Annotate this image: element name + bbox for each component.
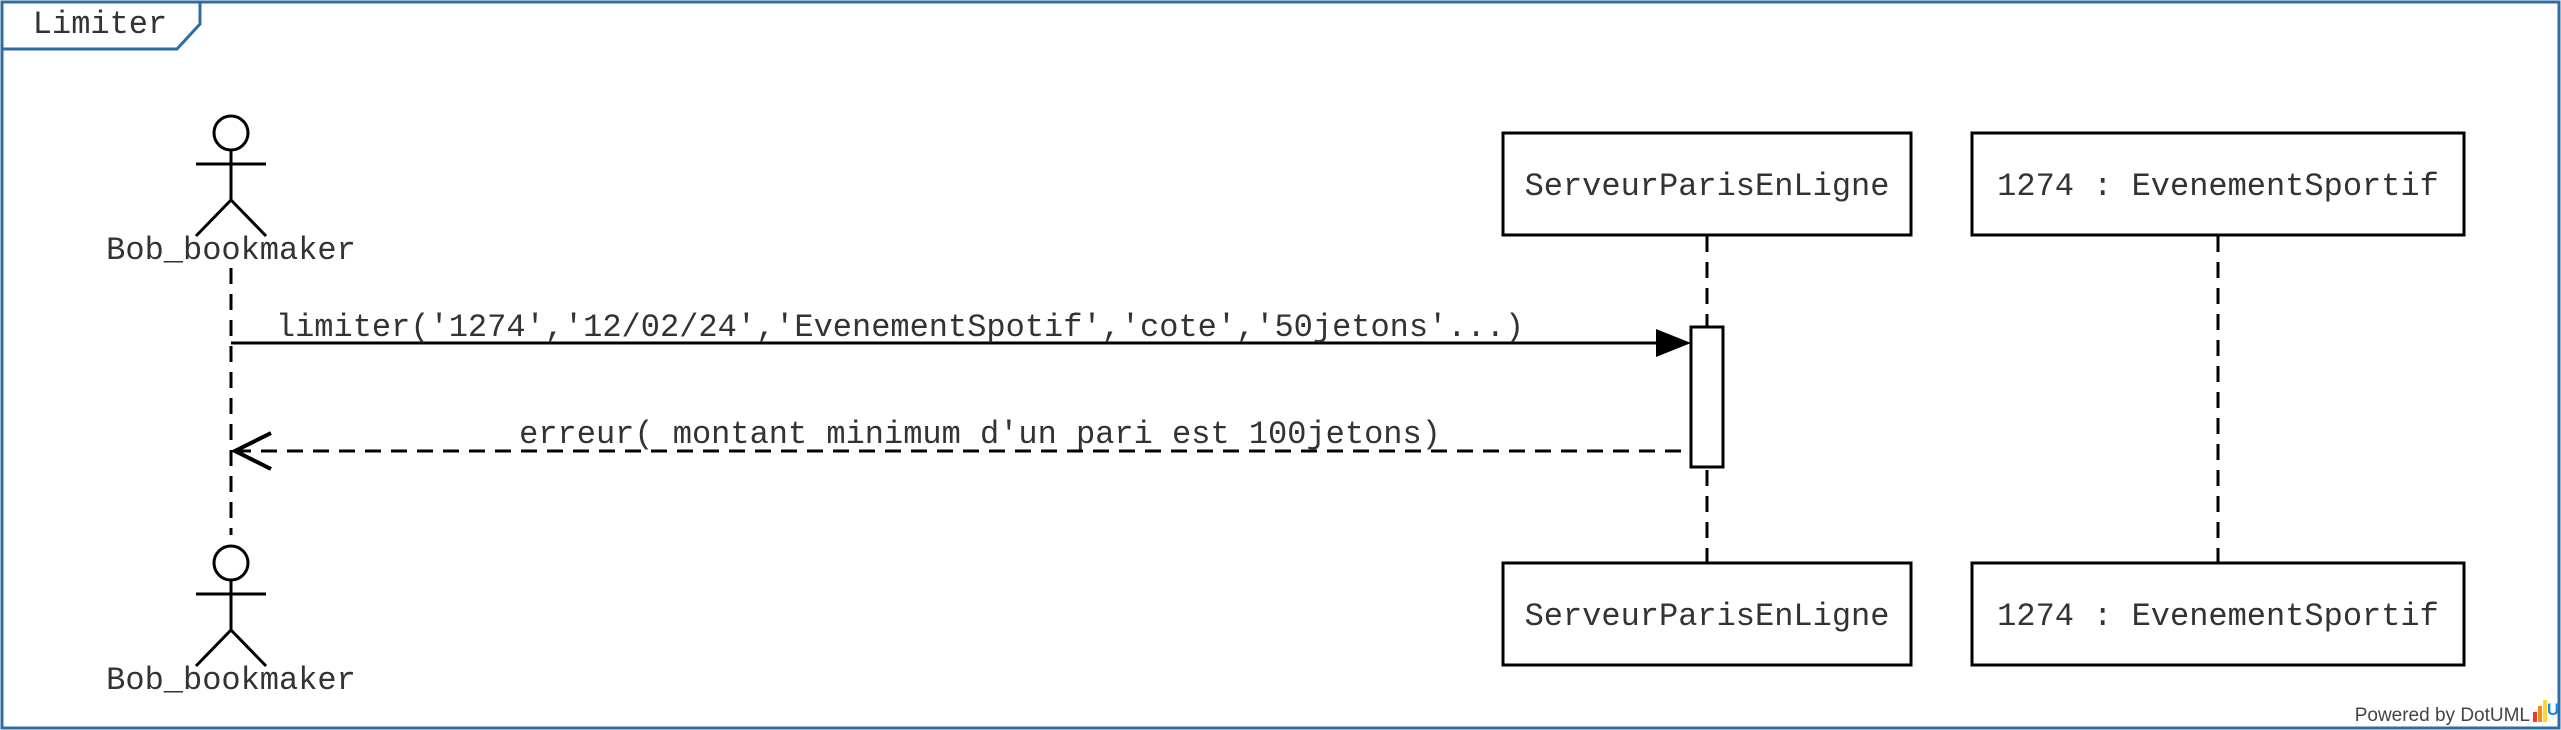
message-return-arrowhead-icon <box>230 431 272 471</box>
actor-top-stickman-icon <box>194 114 268 238</box>
participant-evenement-head <box>1970 131 2466 237</box>
participant-serveur-name-top: ServeurParisEnLigne <box>1525 168 1890 205</box>
participant-evenement-name-bottom: 1274 : EvenementSportif <box>1997 598 2439 635</box>
actor-name-bottom: Bob_bookmaker <box>106 662 356 699</box>
participant-serveur-name-bottom: ServeurParisEnLigne <box>1525 598 1890 635</box>
frame-title-tab <box>0 0 202 51</box>
participant-evenement-foot <box>1970 561 2466 667</box>
participant-evenement-name-top: 1274 : EvenementSportif <box>1997 168 2439 205</box>
message-call-label: limiter('1274','12/02/24','EvenementSpot… <box>276 309 1524 346</box>
powered-by-text: Powered by DotUML <box>2355 705 2530 726</box>
dotuml-logo-letter: U <box>2547 700 2559 719</box>
actor-name-top: Bob_bookmaker <box>106 232 356 269</box>
frame-title: Limiter <box>33 6 167 43</box>
message-call-arrowhead-icon <box>1656 329 1691 357</box>
message-return-label: erreur( montant minimum d'un pari est 10… <box>519 416 1441 453</box>
activation-bar <box>1689 325 1725 469</box>
actor-bottom-stickman-icon <box>194 544 268 668</box>
dotuml-logo-icon: U <box>2533 700 2559 722</box>
participant-serveur-head <box>1501 131 1913 237</box>
participant-serveur-foot <box>1501 561 1913 667</box>
